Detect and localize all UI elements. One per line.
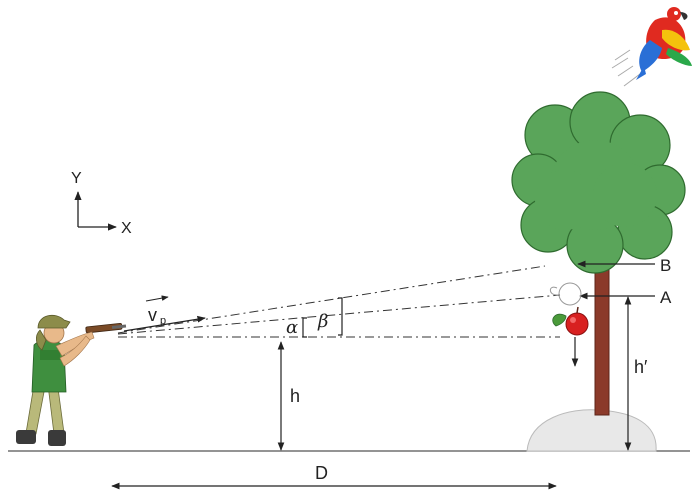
height-h-label: h — [290, 386, 300, 406]
alpha-bracket — [302, 317, 307, 338]
sight-lines — [117, 265, 561, 338]
tree-trunk — [594, 254, 610, 416]
sight-line-to-a — [117, 294, 561, 335]
velocity-arrow — [123, 315, 206, 332]
ground-mound — [526, 409, 657, 452]
x-axis-label: X — [121, 220, 132, 237]
velocity-overline-arrow — [145, 295, 169, 302]
sight-line-to-b — [117, 265, 546, 334]
alpha-label: α — [286, 317, 298, 338]
height-h-prime-label: h′ — [634, 357, 648, 377]
axes-indicator: Y X — [71, 170, 132, 237]
y-axis-label: Y — [71, 170, 82, 187]
apple-icon — [552, 306, 589, 336]
velocity-label: v — [148, 305, 157, 325]
hunter-icon — [16, 314, 127, 446]
point-b-label: B — [660, 256, 671, 275]
beta-label: β — [317, 311, 328, 332]
velocity-subscript: p — [160, 315, 166, 327]
parrot-icon — [611, 7, 692, 87]
distance-d-label: D — [315, 463, 328, 483]
point-a-label: A — [660, 288, 672, 307]
tree-foliage — [511, 91, 686, 274]
beta-bracket — [338, 297, 343, 336]
apple-outline-at-a — [549, 282, 582, 306]
